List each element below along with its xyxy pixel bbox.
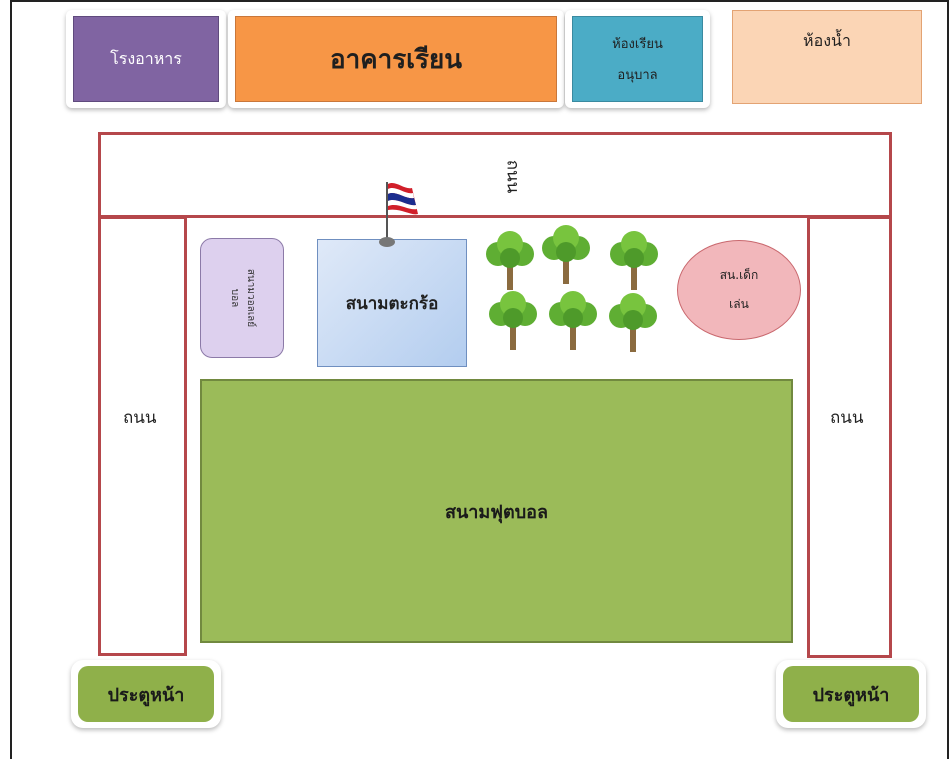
football-field[interactable]: สนามฟุตบอล [200,379,793,643]
side-court-label: สนามวอลเลย์ บอล [226,269,258,327]
road-left-label: ถนน [123,408,157,428]
kindergarten-label-2: อนุบาล [617,68,658,83]
football-field-label: สนามฟุตบอล [445,501,548,523]
restroom-building[interactable]: ห้องน้ำ [732,10,922,104]
canteen-building[interactable]: โรงอาหาร [73,16,219,102]
gate-left-label: ประตูหน้า [107,684,185,706]
takraw-court[interactable]: สนามตะกร้อ [317,239,467,367]
thai-flag-icon [379,182,418,247]
side-court-label-1: สนามวอลเลย์ [245,268,256,328]
kindergarten-label-1: ห้องเรียน [612,37,663,52]
side-court-label-2: บอล [229,288,240,308]
side-court[interactable]: สนามวอลเลย์ บอล [200,238,284,358]
canteen-label: โรงอาหาร [110,48,182,68]
gate-right-label: ประตูหน้า [812,684,890,706]
tree-icon [542,225,590,284]
playground-label-1: สน.เด็ก [719,268,759,282]
kindergarten-building[interactable]: ห้องเรียน อนุบาล [572,16,703,102]
tree-icon [610,231,658,290]
playground-label-2: เล่น [729,297,749,311]
road-right-label: ถนน [830,408,864,428]
restroom-label: ห้องน้ำ [803,31,851,50]
road-top [98,132,892,218]
road-left [98,216,187,656]
tree-icon [486,231,534,290]
gate-left[interactable]: ประตูหน้า [78,666,214,722]
road-top-label: ถนน [502,159,523,194]
playground[interactable]: สน.เด็ก เล่น [677,240,801,340]
map-frame [10,0,949,759]
tree-icon [609,293,657,352]
tree-icon [489,291,537,350]
gate-right[interactable]: ประตูหน้า [783,666,919,722]
classroom-building[interactable]: อาคารเรียน [235,16,557,102]
road-right [807,216,892,658]
takraw-court-label: สนามตะกร้อ [345,293,439,314]
classroom-label: อาคารเรียน [329,44,463,75]
tree-icon [549,291,597,350]
